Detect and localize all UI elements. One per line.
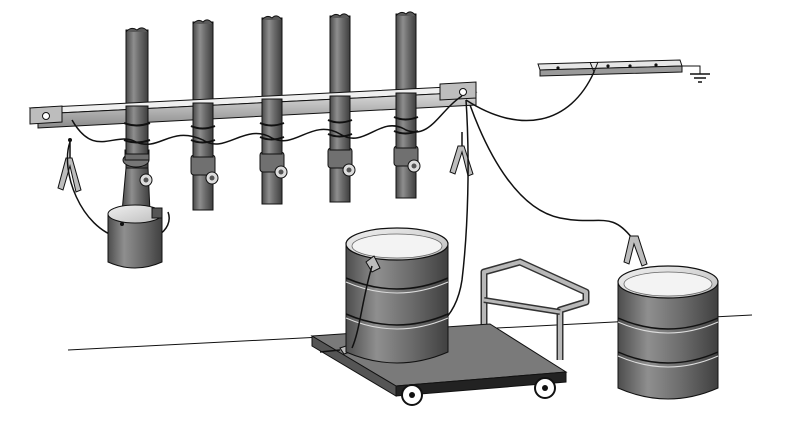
ground-wire bbox=[465, 71, 595, 122]
right-drum-clamp bbox=[623, 235, 648, 267]
bonding-wire-pipes bbox=[71, 95, 463, 145]
cart-drum-wire bbox=[351, 265, 373, 349]
rack-clamp bbox=[449, 132, 474, 177]
cart-drum bbox=[345, 227, 449, 364]
earth-ground-icon bbox=[682, 65, 710, 83]
right-drum bbox=[617, 265, 719, 400]
wire-to-right-drum bbox=[469, 104, 633, 239]
bucket bbox=[107, 204, 163, 269]
ground-bar bbox=[537, 59, 683, 77]
